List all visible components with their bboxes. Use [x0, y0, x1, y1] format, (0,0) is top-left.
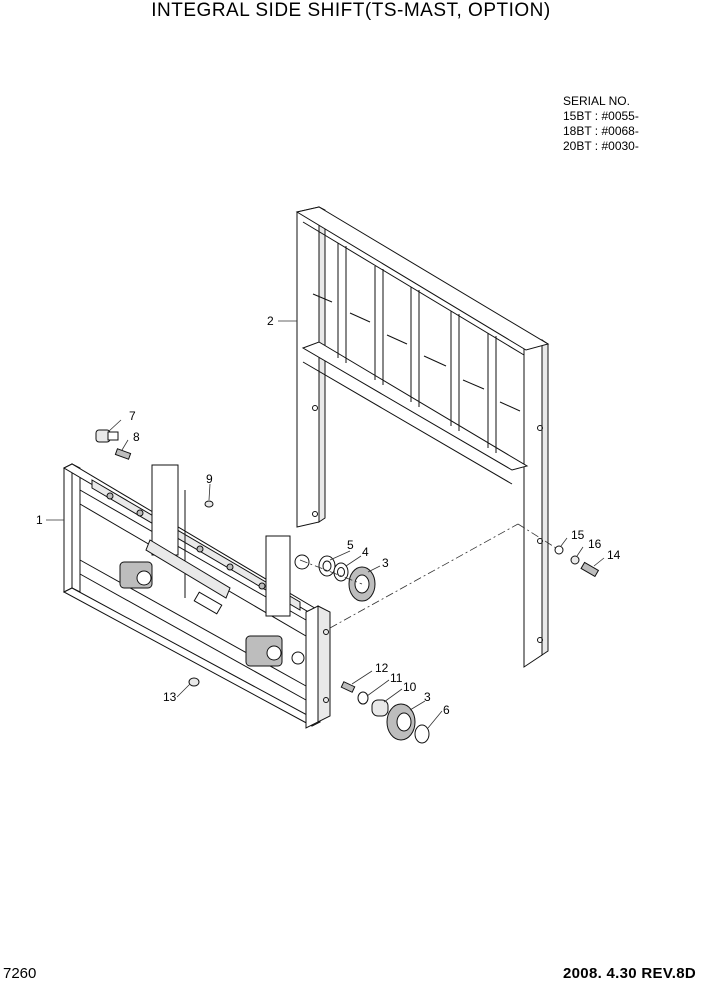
leader-lines: [46, 320, 605, 729]
callout-5: 5: [347, 538, 354, 552]
part-15-washer: [554, 545, 564, 555]
part-11-ring: [357, 691, 369, 705]
callout-16: 16: [588, 537, 602, 551]
part-7-fitting: [95, 429, 119, 443]
part-8-bolt: [114, 448, 132, 460]
backrest-frame: [295, 206, 550, 668]
part-10-bushing: [371, 699, 389, 717]
part-6-snap-ring: [414, 724, 430, 744]
revision-date: 2008. 4.30 REV.8D: [563, 965, 696, 982]
serial-line-15bt: 15BT : #0055-: [563, 109, 639, 123]
callout-8: 8: [133, 430, 140, 444]
callout-labels: 2 1 7 8 9 5 4 3 13 12 11 10 3 6 15 16 14: [36, 314, 621, 717]
callout-6: 6: [443, 703, 450, 717]
diagram-title: INTEGRAL SIDE SHIFT(TS-MAST, OPTION): [151, 0, 551, 21]
callout-1: 1: [36, 513, 43, 527]
callout-9: 9: [206, 472, 213, 486]
callout-15: 15: [571, 528, 585, 542]
callout-7: 7: [129, 409, 136, 423]
side-shift-carriage: [62, 463, 331, 729]
callout-2: 2: [267, 314, 274, 328]
part-4-washer: [333, 562, 349, 582]
part-14-bolt: [580, 561, 600, 578]
page-number: 7260: [3, 965, 37, 982]
part-12-screw: [340, 681, 356, 693]
serial-heading: SERIAL NO.: [563, 94, 630, 108]
callout-14: 14: [607, 548, 621, 562]
serial-number-block: SERIAL NO. 15BT : #0055- 18BT : #0068- 2…: [563, 94, 639, 154]
part-9-nut: [204, 500, 214, 508]
part-5-washer: [318, 555, 336, 577]
callout-3-upper: 3: [382, 556, 389, 570]
serial-line-18bt: 18BT : #0068-: [563, 124, 639, 138]
part-16-lock-washer: [570, 555, 580, 565]
callout-12: 12: [375, 661, 389, 675]
serial-line-20bt: 20BT : #0030-: [563, 139, 639, 153]
part-13-nut: [188, 677, 200, 687]
callout-3-lower: 3: [424, 690, 431, 704]
callout-4: 4: [362, 545, 369, 559]
callout-13: 13: [163, 690, 177, 704]
part-3-lower-roller: [386, 703, 416, 741]
callout-11: 11: [390, 671, 403, 685]
callout-10: 10: [403, 680, 417, 694]
